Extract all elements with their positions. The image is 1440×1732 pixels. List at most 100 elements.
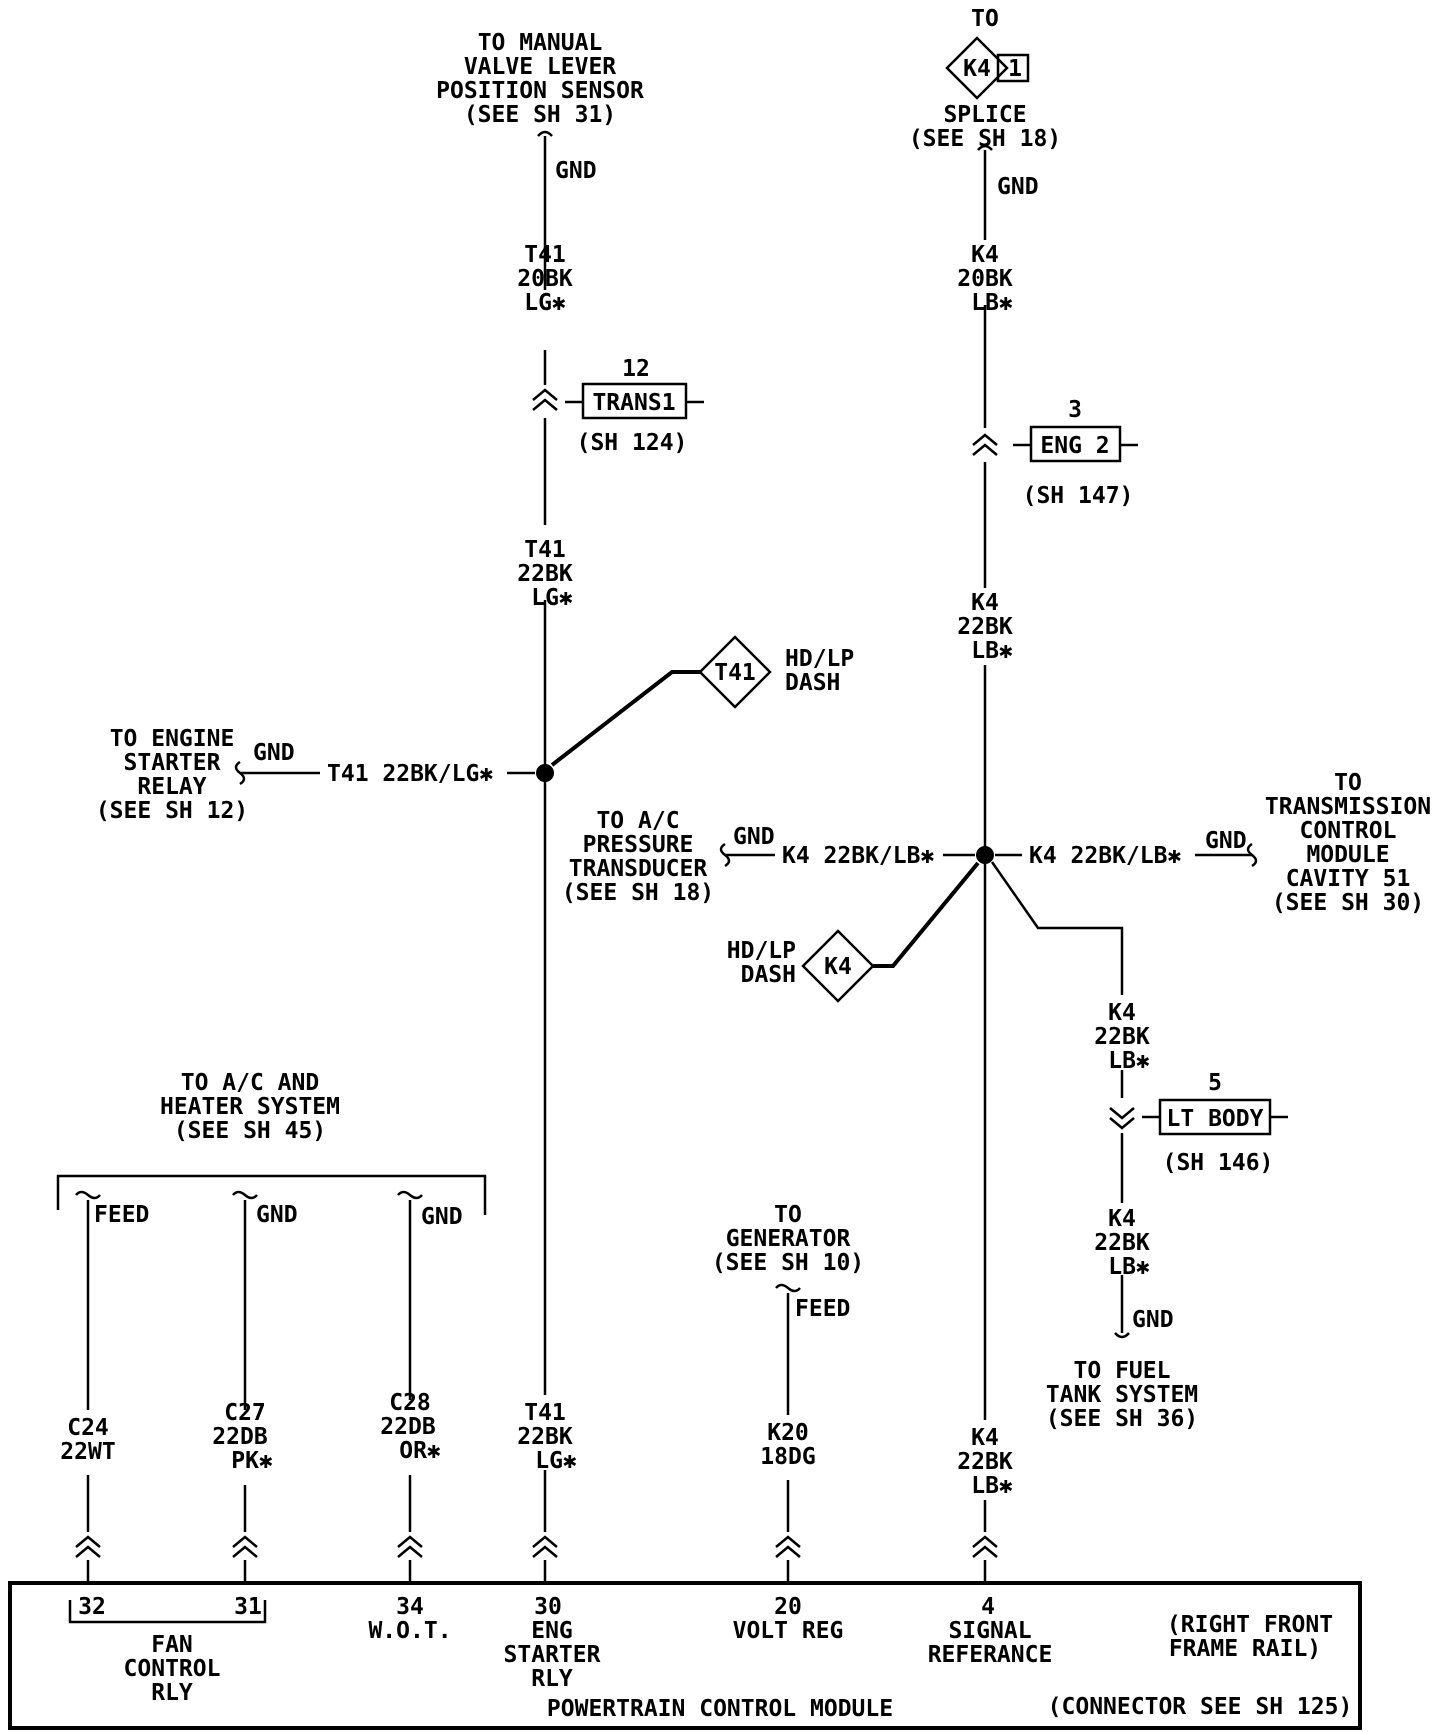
t41-starter-relay-branch: GND T41 22BK/LG✱ TO ENGINE STARTER RELAY… (96, 726, 535, 824)
svg-text:K20: K20 (767, 1420, 809, 1446)
t41-splice-dot (536, 764, 554, 782)
pcm-fan-label: FAN CONTROL RLY (124, 1632, 221, 1706)
svg-text:18DG: 18DG (760, 1444, 815, 1470)
svg-text:TO: TO (774, 1202, 802, 1228)
svg-text:LG✱: LG✱ (531, 585, 573, 611)
svg-text:TO A/C: TO A/C (596, 808, 679, 834)
pcm-volt-reg-label: VOLT REG (733, 1618, 844, 1644)
bottom-wire-k20: K20 18DG (760, 1420, 815, 1470)
svg-text:T41 22BK/LG✱: T41 22BK/LG✱ (327, 761, 493, 787)
pcm-pins: 32 31 34 30 20 4 (78, 1594, 995, 1620)
svg-text:K4: K4 (971, 590, 999, 616)
lt-body-name: LT BODY (1167, 1106, 1264, 1132)
svg-text:TANK SYSTEM: TANK SYSTEM (1046, 1382, 1198, 1408)
svg-text:SPLICE: SPLICE (943, 102, 1026, 128)
svg-text:K4: K4 (971, 1425, 999, 1451)
svg-text:T41: T41 (524, 242, 566, 268)
svg-text:CONTROL: CONTROL (124, 1656, 221, 1682)
svg-text:22WT: 22WT (60, 1439, 115, 1465)
eng2-number: 3 (1068, 397, 1082, 423)
svg-text:GND: GND (1205, 828, 1247, 854)
svg-text:K4 22BK/LB✱: K4 22BK/LB✱ (1029, 843, 1181, 869)
generator-group: TO GENERATOR (SEE SH 10) FEED (712, 1202, 864, 1583)
svg-text:31: 31 (234, 1594, 262, 1620)
k4-top-splice-num: 1 (1008, 56, 1022, 82)
svg-text:TRANSDUCER: TRANSDUCER (569, 856, 708, 882)
k4-hd-lp-dash-connector: K4 HD/LP DASH (727, 861, 980, 1003)
svg-text:GND: GND (733, 824, 775, 850)
svg-text:T41: T41 (524, 537, 566, 563)
svg-text:LG✱: LG✱ (535, 1448, 577, 1474)
trans1-sheet: (SH 124) (577, 430, 688, 456)
svg-text:34: 34 (396, 1594, 424, 1620)
bottom-wire-c27: C27 22DB PK✱ (212, 1400, 273, 1474)
k4-ac-pressure-branch: GND K4 22BK/LB✱ TO A/C PRESSURE TRANSDUC… (562, 808, 975, 906)
pcm-box (8, 1581, 1362, 1730)
svg-text:K4: K4 (1108, 1000, 1136, 1026)
svg-text:22BK: 22BK (957, 1449, 1013, 1475)
svg-text:(SEE SH 12): (SEE SH 12) (96, 798, 248, 824)
pcm-title: POWERTRAIN CONTROL MODULE (547, 1696, 893, 1722)
svg-text:C24: C24 (67, 1415, 109, 1441)
svg-text:22DB: 22DB (212, 1424, 268, 1450)
k4-top-splice-id: K4 (963, 56, 991, 82)
svg-text:TO ENGINE: TO ENGINE (110, 726, 235, 752)
generator-feed-label: FEED (795, 1296, 850, 1322)
svg-text:DASH: DASH (785, 670, 840, 696)
k4-splice-id: K4 (824, 954, 852, 980)
ac-heater-group: TO A/C AND HEATER SYSTEM (SEE SH 45) FEE… (56, 1070, 487, 1583)
trans1-number: 12 (622, 356, 650, 382)
svg-text:GND: GND (253, 740, 295, 766)
svg-text:PRESSURE: PRESSURE (583, 832, 694, 858)
svg-text:(SEE SH 36): (SEE SH 36) (1046, 1406, 1198, 1432)
svg-text:TO: TO (1334, 770, 1362, 796)
svg-text:(SEE SH 31): (SEE SH 31) (464, 102, 616, 128)
svg-text:(SEE SH 10): (SEE SH 10) (712, 1250, 864, 1276)
svg-text:22BK: 22BK (1094, 1024, 1150, 1050)
k4-top-gnd-label: GND (997, 174, 1039, 200)
eng2-name: ENG 2 (1040, 433, 1109, 459)
trans1-name: TRANS1 (592, 390, 675, 416)
eng2-sheet: (SH 147) (1023, 483, 1134, 509)
svg-text:LG✱: LG✱ (524, 290, 566, 316)
bottom-wire-c24: C24 22WT (60, 1415, 115, 1465)
svg-text:32: 32 (78, 1594, 106, 1620)
svg-text:K4: K4 (971, 242, 999, 268)
svg-text:30: 30 (534, 1594, 562, 1620)
svg-text:POSITION SENSOR: POSITION SENSOR (436, 78, 644, 104)
bottom-wire-c28: C28 22DB OR✱ (380, 1390, 441, 1464)
svg-text:GENERATOR: GENERATOR (726, 1226, 851, 1252)
svg-text:LB✱: LB✱ (1108, 1048, 1150, 1074)
ac-feed-label: FEED (94, 1202, 149, 1228)
svg-text:TO: TO (971, 6, 999, 32)
svg-text:RLY: RLY (531, 1666, 573, 1692)
svg-text:LB✱: LB✱ (1108, 1254, 1150, 1280)
svg-text:20: 20 (774, 1594, 802, 1620)
fuel-tank-branch: K4 22BK LB✱ 5 LT BODY (SH 146) K4 22BK L… (990, 861, 1288, 1432)
t41-hd-lp-dash-connector: T41 HD/LP DASH (550, 635, 854, 767)
svg-text:STARTER: STARTER (124, 750, 221, 776)
fan-pin-bracket (68, 1600, 267, 1624)
svg-text:STARTER: STARTER (504, 1642, 601, 1668)
svg-text:TRANSMISSION: TRANSMISSION (1265, 794, 1431, 820)
t41-top-destination: TO MANUAL VALVE LEVER POSITION SENSOR (S… (436, 30, 644, 128)
lt-body-number: 5 (1208, 1070, 1222, 1096)
svg-text:22BK: 22BK (517, 561, 573, 587)
ac-gnd2-label: GND (421, 1204, 463, 1230)
svg-text:LB✱: LB✱ (971, 1473, 1013, 1499)
svg-text:T41: T41 (524, 1400, 566, 1426)
svg-text:22BK: 22BK (957, 614, 1013, 640)
ac-gnd1-label: GND (256, 1202, 298, 1228)
pcm-wot-label: W.O.T. (368, 1618, 451, 1644)
svg-text:(SEE SH 18): (SEE SH 18) (909, 126, 1061, 152)
t41-lower-wire-label: T41 22BK LG✱ (517, 537, 573, 611)
svg-text:ENG: ENG (531, 1618, 573, 1644)
lt-body-sheet: (SH 146) (1163, 1150, 1274, 1176)
pcm-signal-label: SIGNAL REFERANCE (928, 1618, 1053, 1668)
svg-text:22DB: 22DB (380, 1414, 436, 1440)
bottom-wire-k4: K4 22BK LB✱ (957, 1425, 1013, 1499)
svg-text:FAN: FAN (151, 1632, 193, 1658)
svg-text:(SEE SH 45): (SEE SH 45) (174, 1118, 326, 1144)
svg-text:K4 22BK/LB✱: K4 22BK/LB✱ (782, 843, 934, 869)
